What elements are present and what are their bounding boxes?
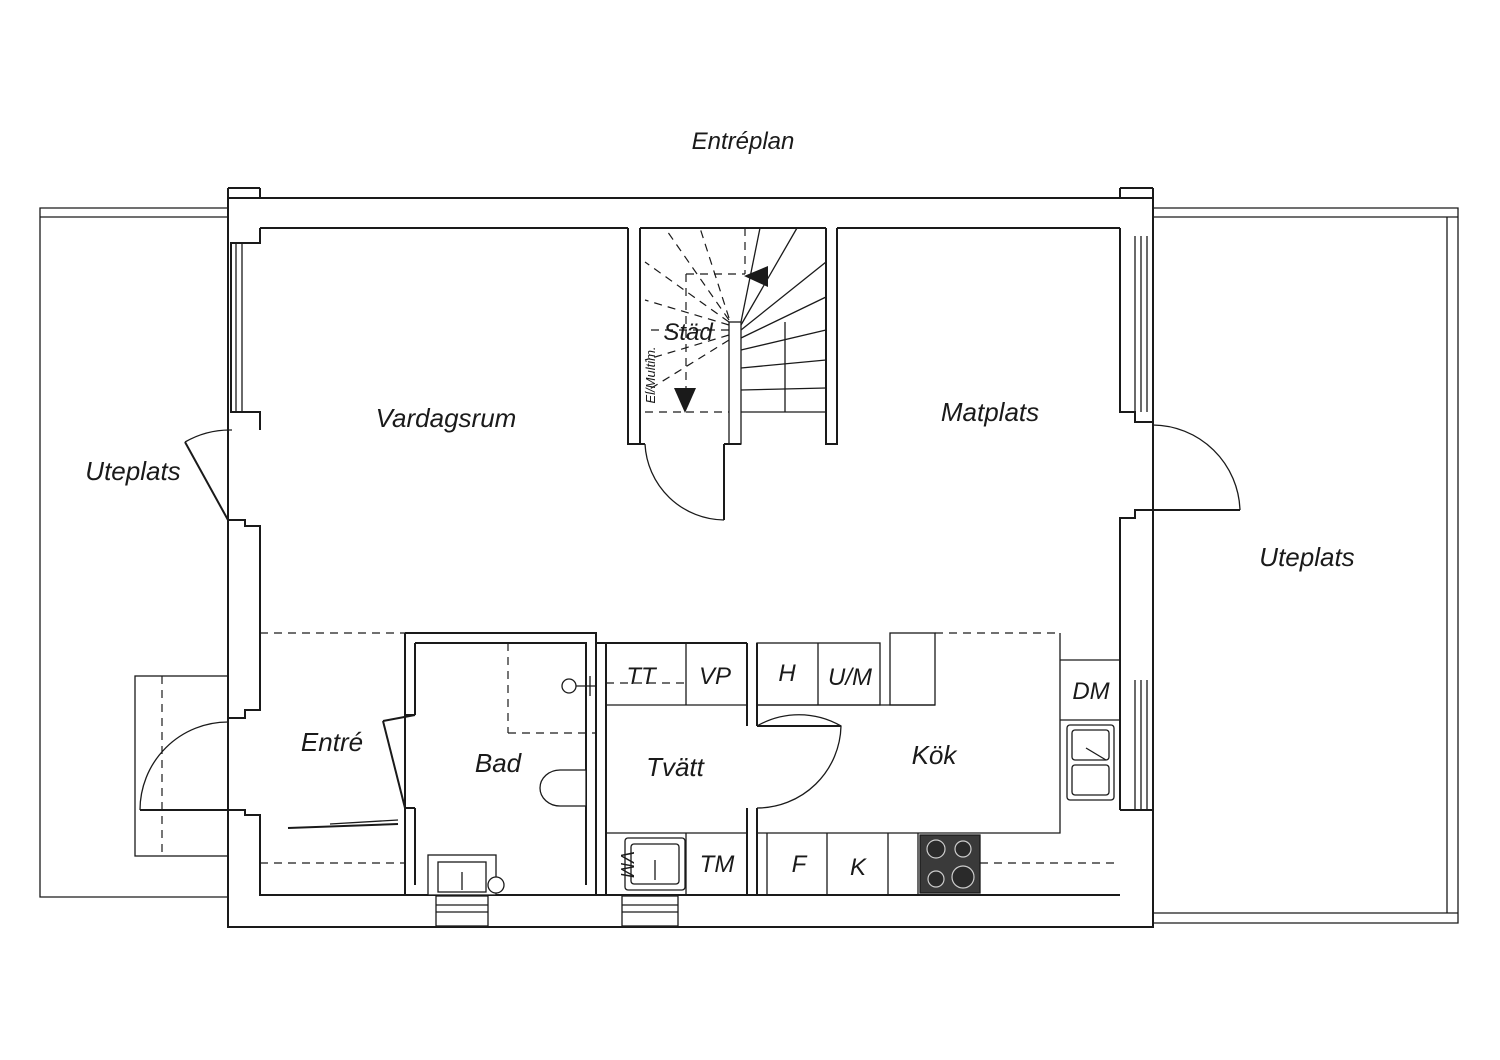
- fixture-label-vp: VP: [699, 663, 731, 690]
- fixture-label-k: K: [850, 854, 867, 881]
- shower-icon: [561, 676, 596, 696]
- toilet-icon: [539, 769, 587, 807]
- stair-room: [627, 227, 838, 521]
- fixture-label-tt: TT: [626, 663, 658, 690]
- sink-icon: [621, 837, 686, 927]
- room-label-bad: Bad: [475, 748, 523, 778]
- room-label-matplats: Matplats: [941, 397, 1039, 427]
- stair-arrow-up-icon: [744, 266, 768, 287]
- zone-lines: [260, 632, 1120, 864]
- terrace-right: [1153, 207, 1459, 924]
- stove-icon: [919, 834, 981, 894]
- door-right-terrace: [1152, 422, 1241, 511]
- fixture-label-dm: DM: [1072, 678, 1109, 705]
- window-right-bottom: [1134, 680, 1148, 810]
- door-left-terrace: [184, 429, 233, 521]
- room-label-uteplats-right: Uteplats: [1259, 542, 1354, 572]
- fixture-label-f: F: [792, 851, 808, 878]
- fixture-label-um: U/M: [828, 664, 872, 691]
- room-label-entre: Entré: [301, 727, 363, 757]
- room-label-kok: Kök: [912, 740, 959, 770]
- room-label-uteplats-left: Uteplats: [85, 456, 180, 486]
- window-right-top: [1134, 236, 1148, 412]
- outer-walls: [227, 187, 1154, 928]
- interior-walls: [287, 632, 1120, 895]
- plan-title: Entréplan: [692, 128, 795, 155]
- room-label-stad: Städ: [663, 319, 713, 346]
- room-label-tvatt: Tvätt: [646, 752, 706, 782]
- fixture-label-vm: VM: [617, 851, 637, 878]
- stair-arrow-down-icon: [674, 388, 696, 413]
- washbasin-icon: [427, 854, 505, 927]
- window-left: [235, 243, 243, 412]
- terrace-left: [39, 207, 229, 898]
- double-sink-icon: [1066, 724, 1115, 801]
- room-label-el-multimedia: El/Multim.: [643, 346, 658, 403]
- fixture-label-h: H: [778, 660, 796, 687]
- room-label-vardagsrum: Vardagsrum: [376, 403, 517, 433]
- door-entrance: [139, 718, 229, 811]
- fixture-label-tm: TM: [700, 851, 735, 878]
